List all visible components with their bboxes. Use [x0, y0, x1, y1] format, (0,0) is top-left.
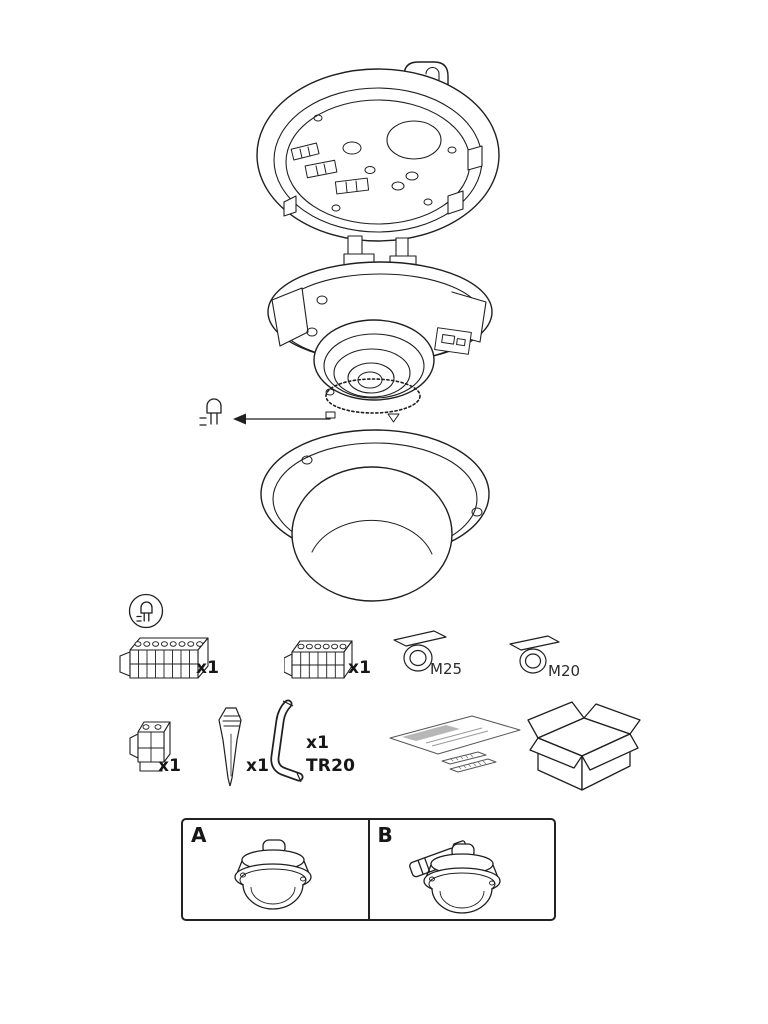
power-connector-icon: [284, 640, 353, 679]
lens-tool-icon: [218, 707, 242, 787]
cable-gland-m25-icon: [393, 630, 447, 672]
variant-a-cell: A: [183, 820, 368, 919]
power-connector-qty: x1: [348, 658, 372, 678]
two-pin-connector-icon: [129, 721, 171, 772]
torx-key-icon: [270, 699, 304, 783]
io-connector-icon: [119, 637, 209, 679]
mounting-variants-panel: A B: [181, 818, 556, 921]
variant-a-label: A: [191, 823, 207, 847]
cable-gland-m20-icon: [509, 635, 560, 674]
led-callout: [199, 398, 331, 426]
io-connector-qty: x1: [196, 658, 220, 678]
torx-key-qty: x1: [306, 733, 330, 753]
dome-camera-a-icon: [234, 839, 312, 910]
variant-b-label: B: [377, 823, 393, 847]
torx-key-size: TR20: [306, 756, 356, 776]
camera-module: [267, 253, 493, 423]
cable-gland-m20-label: M20: [548, 662, 581, 680]
dome-cover: [260, 429, 490, 602]
variant-b-cell: B: [367, 820, 555, 919]
mounting-base: [256, 61, 500, 242]
packaging-box-icon: [527, 701, 641, 791]
exploded-view-illustration: [199, 61, 500, 602]
lens-tool-qty: x1: [246, 756, 270, 776]
led-indicator-icon: [128, 593, 164, 629]
cable-gland-m25-label: M25: [430, 660, 463, 678]
two-pin-connector-qty: x1: [158, 756, 182, 776]
documentation-icon: [389, 715, 521, 773]
dome-camera-b-icon: [408, 840, 501, 914]
led-icon: [206, 398, 222, 414]
